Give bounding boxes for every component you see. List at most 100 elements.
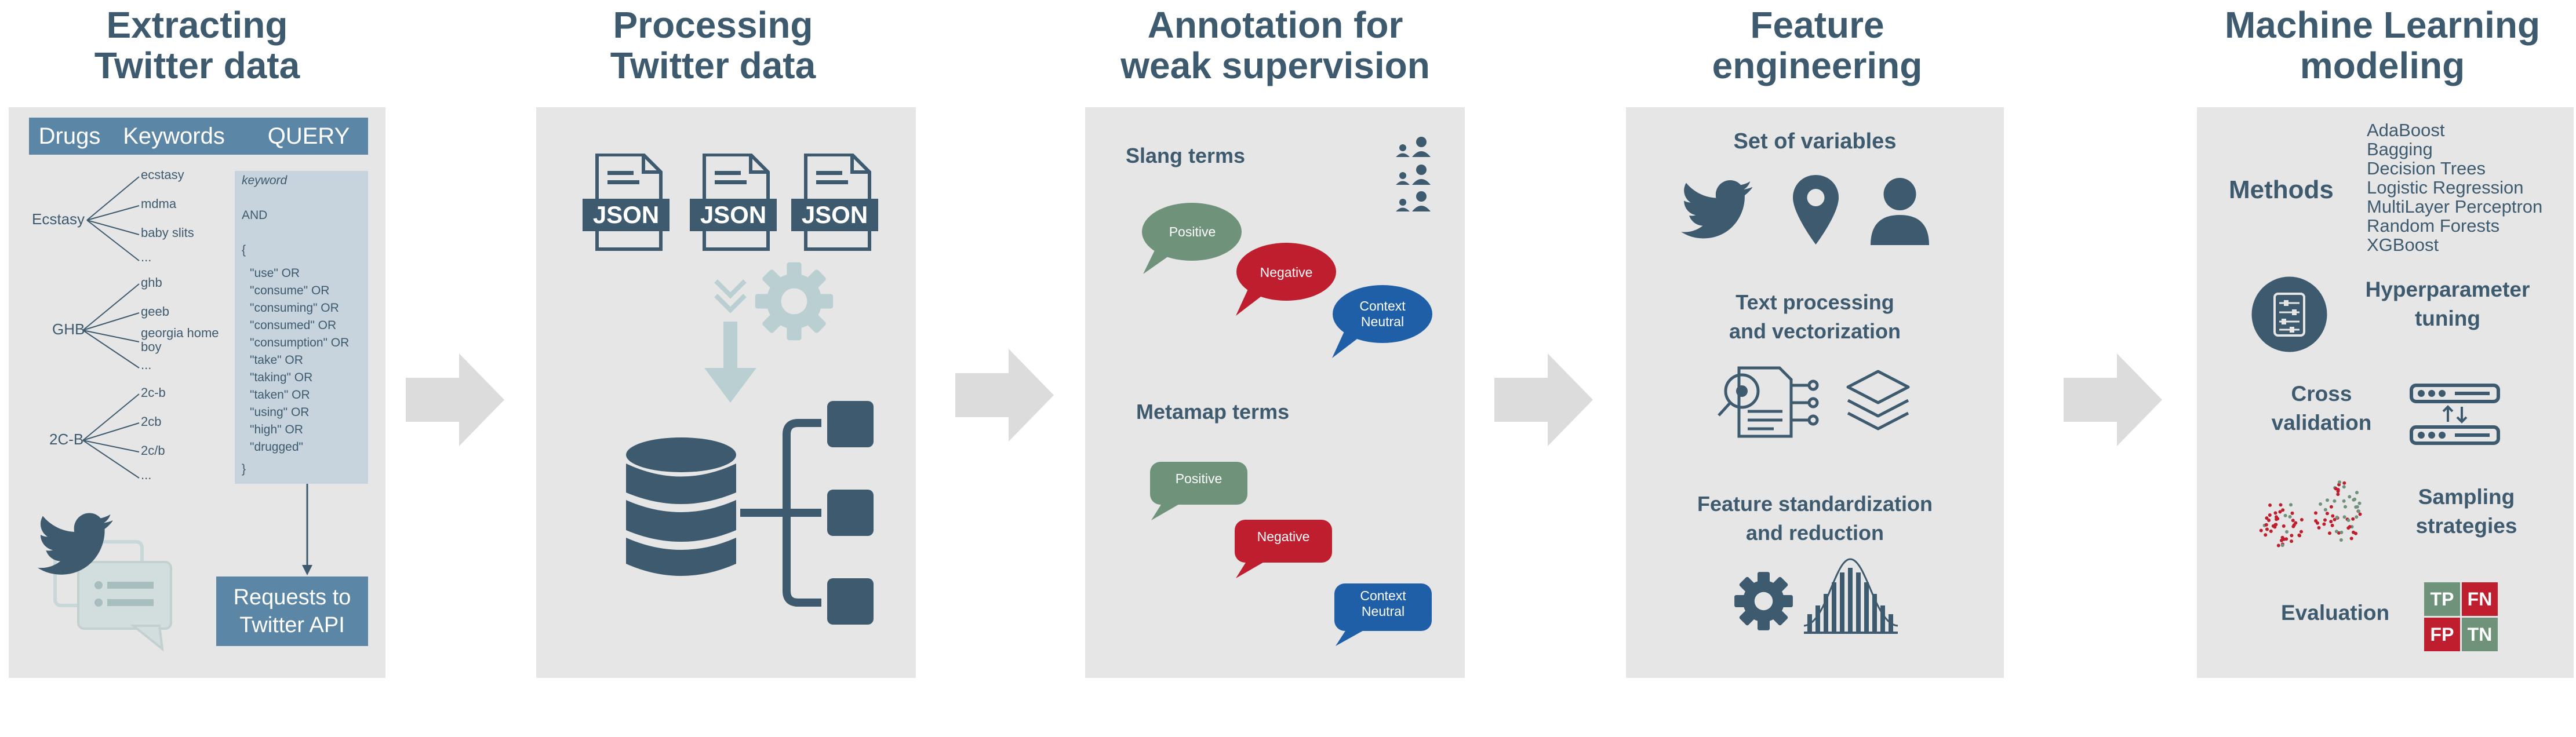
sample-dot: [2273, 511, 2277, 515]
person-icon: [1871, 178, 1929, 245]
query-term: "consuming" OR: [250, 301, 339, 315]
sample-dot: [2283, 513, 2287, 517]
sample-dot: [2259, 528, 2263, 532]
sample-dot: [2279, 503, 2283, 507]
sample-dot: [2314, 511, 2317, 515]
method-item: XGBoost: [2367, 235, 2439, 255]
sample-dot: [2348, 495, 2352, 499]
title-line: Processing: [613, 4, 813, 46]
method-item: Bagging: [2367, 139, 2433, 159]
title-line: Text processing: [1735, 290, 1894, 314]
sample-dot: [2317, 526, 2321, 530]
keyword-item: ghb: [141, 275, 162, 290]
neutral-line: Context: [1360, 588, 1406, 603]
title-line: Extracting: [106, 4, 288, 46]
panel-annotation: Slang terms Positive Negative Context Ne…: [1085, 107, 1465, 678]
query-box: keyword AND { "use" OR "consume" OR "con…: [235, 171, 368, 484]
query-term: "using" OR: [250, 406, 310, 419]
panel-ml: Methods AdaBoost Bagging Decision Trees …: [2197, 107, 2574, 678]
sample-dot: [2352, 530, 2355, 534]
sample-dot: [2338, 480, 2341, 484]
method-item: MultiLayer Perceptron: [2367, 196, 2543, 217]
keyword-item: ...: [141, 250, 152, 264]
sample-dot: [2330, 523, 2334, 527]
title-line: Machine Learning: [2224, 4, 2541, 46]
json-label: JSON: [801, 201, 868, 228]
negative-label: Negative: [1260, 265, 1313, 280]
positive-label: Positive: [1175, 471, 1222, 486]
positive-label: Positive: [1169, 224, 1216, 239]
flow-arrow-icon: [955, 349, 1054, 442]
sampling-title: Sampling strategies: [2391, 483, 2542, 541]
sample-dot: [2275, 517, 2279, 521]
panel-extracting: Drugs Keywords QUERY Ecstasy ecstasy mdm…: [9, 107, 385, 678]
neutral-line: Neutral: [1360, 314, 1405, 329]
header-keywords: Keywords: [123, 123, 225, 149]
drug-2cb: 2C-B: [49, 430, 84, 448]
keyword-item: georgia home boy: [141, 326, 219, 354]
step-title-annotation: Annotation for weak supervision: [1072, 5, 1478, 86]
confusion-fn: FN: [2462, 582, 2498, 616]
document-search-icon: [1718, 366, 1819, 438]
sample-dot: [2353, 497, 2357, 501]
query-term: "consumed" OR: [250, 319, 337, 332]
sample-dot: [2268, 503, 2272, 507]
sample-dot: [2328, 531, 2331, 535]
json-label: JSON: [592, 201, 660, 228]
neutral-bubble-icon: [1332, 285, 1432, 358]
feature-standardization-title: Feature standardization and reduction: [1626, 490, 2004, 548]
sliders-icon: [2251, 276, 2327, 352]
slang-terms-title: Slang terms: [1126, 144, 1246, 167]
flow-arrow-icon: [2064, 353, 2162, 446]
sample-dot: [2322, 522, 2326, 526]
flow-arrow-icon: [1494, 353, 1593, 446]
set-of-variables-title: Set of variables: [1733, 129, 1897, 154]
flow-arrow-icon: [406, 353, 504, 446]
json-label: JSON: [700, 201, 767, 228]
sample-dot: [2335, 516, 2339, 519]
method-item: Logistic Regression: [2367, 177, 2524, 198]
negative-bubble-icon: [1236, 243, 1336, 316]
step-title-feature: Feature engineering: [1629, 5, 2006, 86]
panel-feature: Set of variables Text processing and vec…: [1626, 107, 2004, 678]
query-term: "take" OR: [250, 353, 303, 367]
database-icon: [626, 437, 736, 576]
requests-line: Twitter API: [239, 613, 345, 637]
json-file-icon: JSON: [690, 154, 777, 252]
title-line: Twitter data: [610, 45, 816, 86]
sample-dot: [2300, 530, 2303, 534]
panel-processing: JSON JSON JSON: [536, 107, 916, 678]
sample-dot: [2357, 501, 2362, 505]
title-line: Feature standardization: [1697, 492, 1933, 516]
twitter-bird-icon: [37, 513, 113, 575]
sample-dot: [2264, 523, 2268, 527]
sample-dot: [2342, 515, 2346, 519]
cross-validation-title: Cross validation: [2255, 380, 2388, 437]
title-line: Annotation for: [1147, 4, 1403, 46]
neutral-label: Context Neutral: [1334, 588, 1432, 619]
title-line: Hyperparameter: [2365, 278, 2530, 301]
query-term: "taken" OR: [250, 388, 310, 402]
drug-ecstasy: Ecstasy: [32, 210, 85, 228]
sample-dot: [2278, 510, 2282, 514]
query-and: AND: [242, 209, 268, 222]
title-line: Feature: [1750, 4, 1884, 46]
sample-dot: [2336, 492, 2340, 497]
sample-dot: [2268, 513, 2272, 517]
sample-dot: [2280, 535, 2284, 539]
layers-icon: [1846, 370, 1910, 430]
sample-dot: [2316, 521, 2319, 525]
confusion-fp: FP: [2424, 618, 2460, 651]
keyword-item: ...: [141, 468, 152, 482]
requests-line: Requests to: [233, 585, 351, 610]
method-item: Random Forests: [2367, 216, 2500, 236]
evaluation-title: Evaluation: [2281, 601, 2390, 625]
step-title-ml: Machine Learning modeling: [2191, 5, 2574, 86]
sample-dot: [2334, 530, 2338, 534]
method-item: AdaBoost: [2367, 120, 2445, 140]
down-arrow-icon: [302, 484, 312, 575]
keyword-item: geeb: [141, 304, 169, 319]
json-file-icon: JSON: [791, 154, 878, 252]
twitter-bird-icon: [1681, 180, 1752, 239]
confusion-tp: TP: [2424, 582, 2460, 616]
